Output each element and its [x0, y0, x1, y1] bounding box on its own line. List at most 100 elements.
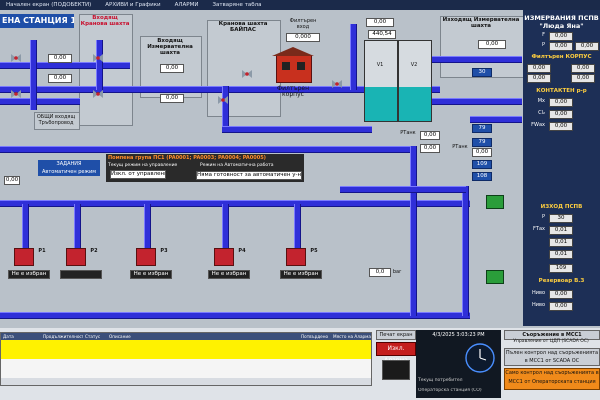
tank-v2 [398, 40, 432, 122]
valve-icon[interactable] [93, 90, 103, 98]
current-user-label: Текущ потребител [418, 378, 463, 383]
tank-v1-label: V1 [376, 62, 384, 68]
datetime: 4/3/2025 3:03:23 PM [432, 332, 485, 338]
pipe-right-down-2 [462, 186, 469, 316]
p-vhod-value: 0,0 [369, 268, 391, 277]
p-left-value: 0,00 [48, 74, 72, 83]
operator-station-label: Операторска станция (СО) [418, 388, 482, 393]
inlet-indicator[interactable] [486, 270, 504, 284]
right-measurements-panel: ИЗМЕРВАНИЯ ПСПВ "Люда Яна" F 0,00 P 0,00… [523, 10, 600, 326]
rp-value: 0,00 [571, 74, 595, 83]
rp-value: 0,00 [549, 42, 573, 51]
valve-icon[interactable] [11, 54, 21, 62]
valve-icon[interactable] [218, 96, 228, 104]
crane-bypass-title: Кранова шахта БАЙПАС [218, 21, 268, 33]
rp-label: Ниво [531, 302, 545, 308]
connection-sub: Управление от ЦДП (SCADA ОС) [513, 339, 589, 344]
pipe-top-main [0, 86, 440, 93]
inlet-shaft-title: Входящ Измервателна шахта [147, 38, 193, 56]
pump-icon[interactable] [136, 248, 156, 266]
rp-title: ИЗМЕРВАНИЯ ПСПВ "Люда Яна" [524, 14, 599, 30]
rp-value: 0,00 [571, 64, 595, 73]
alarm-row[interactable] [1, 358, 371, 366]
pump-id: P5 [310, 248, 318, 254]
alarm-table[interactable]: Дата Продължителност Статус Описание Пот… [0, 332, 372, 386]
rp-value: 0,01 [549, 250, 573, 259]
q-out-value: 0,00 [478, 40, 506, 49]
alarm-row[interactable] [1, 365, 371, 373]
inflow-crane-box [79, 14, 133, 126]
ptank-a-label: PТанк [400, 130, 416, 136]
alarm-status-line [1, 378, 371, 385]
p-outlet-2: 79 [472, 124, 492, 133]
auto-mode-label: Режим на Автоматична работа [200, 163, 274, 168]
filter-house [276, 55, 312, 83]
rp-label: P [541, 214, 545, 220]
menu-item-close-panels[interactable]: Затваряне табла [212, 2, 262, 8]
rp-label: Cl₂ [538, 110, 545, 116]
p-inflow-value: 0,00 [160, 64, 184, 73]
pump-status: Не е избран [280, 270, 322, 279]
outlet-indicator[interactable] [486, 195, 504, 209]
alarm-row[interactable] [1, 371, 371, 379]
rp-value: 0,00 [549, 98, 573, 107]
p-filter-label: PТанк [452, 144, 468, 150]
p-outlet-3: 79 [472, 138, 492, 147]
alarm-row[interactable] [1, 352, 371, 360]
rp-label: P [541, 42, 545, 48]
bottom-left-value: 0,00 [4, 176, 20, 185]
alarm-row[interactable] [1, 340, 371, 347]
pipe-top-upper [0, 62, 130, 69]
pump-icon[interactable] [14, 248, 34, 266]
rp-label: Ниво [531, 290, 545, 296]
current-mode-label: Текущ режим на управление [108, 163, 178, 168]
print-screen-button[interactable]: Печат екран [376, 330, 416, 340]
pump-icon[interactable] [286, 248, 306, 266]
valve-icon[interactable] [93, 54, 103, 62]
pump-pipe [74, 204, 81, 248]
data-control-button[interactable]: Само контрол над съоръженията в МСС1 от … [504, 368, 600, 390]
valve-icon[interactable] [242, 70, 252, 78]
alarm-header-cell: Място на Аларма [333, 334, 371, 339]
valve-icon[interactable] [332, 80, 342, 88]
pipe-left-vertical [30, 40, 37, 110]
menu-bar: Начален екран (ПОДОБЕКТИ) АРХИВИ и Графи… [0, 0, 600, 10]
alarm-off-button[interactable]: Изкл. Аларма [376, 342, 416, 364]
pump-status [60, 270, 102, 279]
task-auto-mode[interactable]: ЗАДАНИЯ Автоматичен режим [38, 160, 100, 176]
pump-icon[interactable] [66, 248, 86, 266]
valve-icon[interactable] [11, 90, 21, 98]
rp-filter-section: Филтърен КОРПУС [531, 54, 592, 60]
ptank-b-value: 0,00 [420, 144, 440, 153]
rp-value: 0,00 [527, 64, 551, 73]
pipe-top-left-lower [0, 98, 80, 105]
alarm-header-cell: Статус [85, 334, 101, 339]
full-control-button[interactable]: Пълен контрол над съоръженията в МСС1 от… [504, 348, 600, 366]
pipe-pump-header [0, 200, 470, 207]
filter-house-roof [272, 47, 314, 56]
rp-value: 0,00 [549, 290, 573, 299]
pipe-to-tank [350, 24, 357, 90]
current-mode-value[interactable]: Изкл. от управление [110, 170, 166, 179]
pipe-right-down [410, 146, 417, 316]
menu-item-home[interactable]: Начален екран (ПОДОБЕКТИ) [6, 2, 92, 8]
pipe-middle-main [0, 146, 410, 153]
pipe-right-3 [470, 116, 522, 123]
q-total-value: 440,54 [368, 30, 396, 39]
clock-icon [465, 343, 495, 373]
rp-value: 0,01 [549, 238, 573, 247]
rp-value: 30 [549, 214, 573, 223]
menu-item-archives[interactable]: АРХИВИ и Графики [105, 2, 161, 8]
menu-item-alarms[interactable]: АЛАРМИ [174, 2, 199, 8]
rp-value: 0,00 [575, 42, 599, 51]
alarm-row[interactable] [1, 346, 371, 354]
rp-label: FWах [531, 122, 545, 128]
ptank-a-value: 0,00 [420, 131, 440, 140]
vent-a-value: 109 [472, 160, 492, 169]
alarm-bell-icon[interactable] [382, 360, 410, 380]
clock-panel: 4/3/2025 3:03:23 PM Текущ потребител Опе… [416, 330, 501, 398]
rp-value: 0,01 [549, 226, 573, 235]
pump-icon[interactable] [214, 248, 234, 266]
alarm-header-cell: Потвърдено [301, 334, 329, 339]
